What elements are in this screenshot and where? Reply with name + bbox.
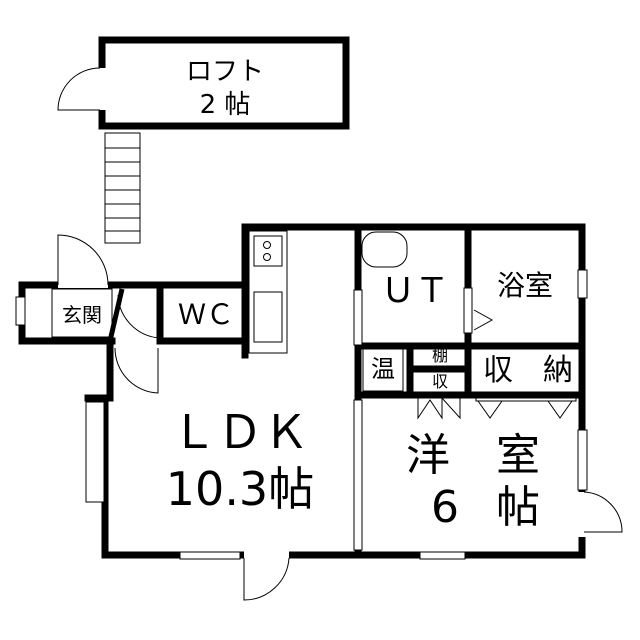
entrance: 玄関 ＷＣ xyxy=(15,234,234,394)
ldk-sliding-door xyxy=(353,399,363,551)
western-door xyxy=(583,491,623,533)
western-size-num: 6 xyxy=(431,482,459,533)
wc-label: ＷＣ xyxy=(178,298,234,331)
loft: ロフト 2 帖 xyxy=(57,36,350,130)
bath-label: 浴室 xyxy=(497,269,553,302)
entrance-window xyxy=(15,296,26,326)
storage-label: 収 納 xyxy=(483,353,573,388)
bath-window xyxy=(577,269,588,299)
western-label-2: 室 xyxy=(496,430,540,481)
western-bottom-window xyxy=(419,551,466,560)
western-window xyxy=(577,429,588,491)
western-size-unit: 帖 xyxy=(496,482,540,533)
balcony-door xyxy=(243,557,290,601)
ldk-inner-door xyxy=(114,347,159,394)
water-heater-label: 温 xyxy=(371,355,395,383)
loft-size: 2 帖 xyxy=(200,90,251,120)
western-room: 洋 室 6 帖 xyxy=(406,395,623,560)
kitchen xyxy=(248,230,288,354)
shelf-doors xyxy=(417,396,461,420)
shelf-label: 棚 xyxy=(432,346,448,365)
bath-door xyxy=(463,287,473,334)
entrance-label: 玄関 xyxy=(62,303,102,327)
loft-label: ロフト xyxy=(186,57,264,87)
shelf-storage-label: 収 xyxy=(432,372,448,391)
entrance-door xyxy=(57,234,109,286)
ldk-window xyxy=(85,401,105,503)
loft-door xyxy=(57,67,101,111)
ldk-size: 10.3帖 xyxy=(166,462,314,516)
washbasin-icon xyxy=(361,231,408,268)
sink-icon xyxy=(253,291,283,343)
storage-doors xyxy=(477,400,573,419)
utility: ＵＴ 浴室 温 棚 収 収 納 xyxy=(353,231,588,392)
stairs xyxy=(104,132,141,244)
ldk-label: ＬＤＫ xyxy=(171,405,309,459)
western-label-1: 洋 xyxy=(406,430,450,481)
walls xyxy=(18,223,586,559)
ldk-bottom-window xyxy=(179,551,241,560)
stove-icon xyxy=(253,235,283,267)
wc-door xyxy=(117,294,161,339)
ldk: ＬＤＫ 10.3帖 xyxy=(85,399,363,601)
ut-label: ＵＴ xyxy=(381,271,449,311)
